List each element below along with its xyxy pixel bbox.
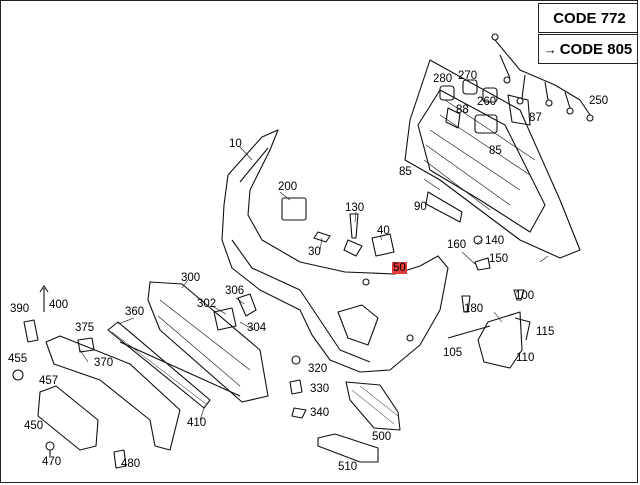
part-label-30: 30 [308,246,321,258]
part-label-410: 410 [187,417,207,429]
part-label-500: 500 [372,431,392,443]
part-label-340: 340 [310,407,330,419]
small-parts [12,197,525,469]
part-label-180: 180 [464,303,484,315]
bumper-cover [221,129,449,373]
part-label-370: 370 [94,357,114,369]
part-label-100: 100 [515,290,535,302]
part-label-88: 88 [456,104,469,116]
code-label: CODE 805 [559,40,633,58]
fog-grille [345,381,401,431]
part-label-110: 110 [516,352,535,364]
part-label-140: 140 [485,235,505,247]
upper-grille [404,59,581,259]
part-label-390: 390 [10,303,30,315]
lower-grille [107,321,211,409]
energy-absorber [147,281,269,403]
part-label-330: 330 [310,383,330,395]
code-box-772: CODE 772 [538,3,638,33]
part-label-375: 375 [75,322,95,334]
part-label-400: 400 [49,299,69,311]
part-label-87: 87 [529,112,542,124]
side-grille-90 [425,191,463,223]
part-label-306: 306 [225,285,245,297]
license-plate-bracket [37,385,99,451]
part-label-160: 160 [447,239,467,251]
code-label: CODE 772 [553,9,626,27]
part-label-470: 470 [42,456,62,468]
part-label-150: 150 [489,253,509,265]
part-label-105: 105 [443,347,463,359]
part-label-90: 90 [414,201,427,213]
part-label-80: 85 [399,166,412,178]
part-label-250: 250 [589,95,609,107]
part-label-300: 300 [181,272,201,284]
part-label-115: 115 [536,326,555,338]
part-label-260: 260 [477,96,497,108]
part-label-40: 40 [377,225,390,237]
part-label-480: 480 [121,458,141,470]
part-label-130: 130 [345,202,365,214]
part-label-455: 455 [8,353,28,365]
code-arrow-icon: → [543,41,557,57]
code-box-805: → CODE 805 [538,34,638,64]
part-label-360: 360 [125,306,145,318]
part-label-200: 200 [278,181,298,193]
park-sensors [439,79,531,134]
part-label-450: 450 [24,420,44,432]
daytime-light-trim [317,433,379,463]
lower-trim [45,335,241,451]
part-label-320: 320 [308,363,328,375]
part-label-270: 270 [458,70,478,82]
part-label-302: 302 [197,298,217,310]
part-label-304: 304 [247,322,267,334]
part-label-10: 10 [229,138,242,150]
leader-lines [79,146,549,421]
part-label-85: 85 [489,145,502,157]
part-label-280: 280 [433,73,453,85]
side-bracket [477,311,531,369]
part-label-50-highlighted: 50 [392,262,407,274]
part-label-457: 457 [39,375,59,387]
part-label-510: 510 [338,461,358,473]
